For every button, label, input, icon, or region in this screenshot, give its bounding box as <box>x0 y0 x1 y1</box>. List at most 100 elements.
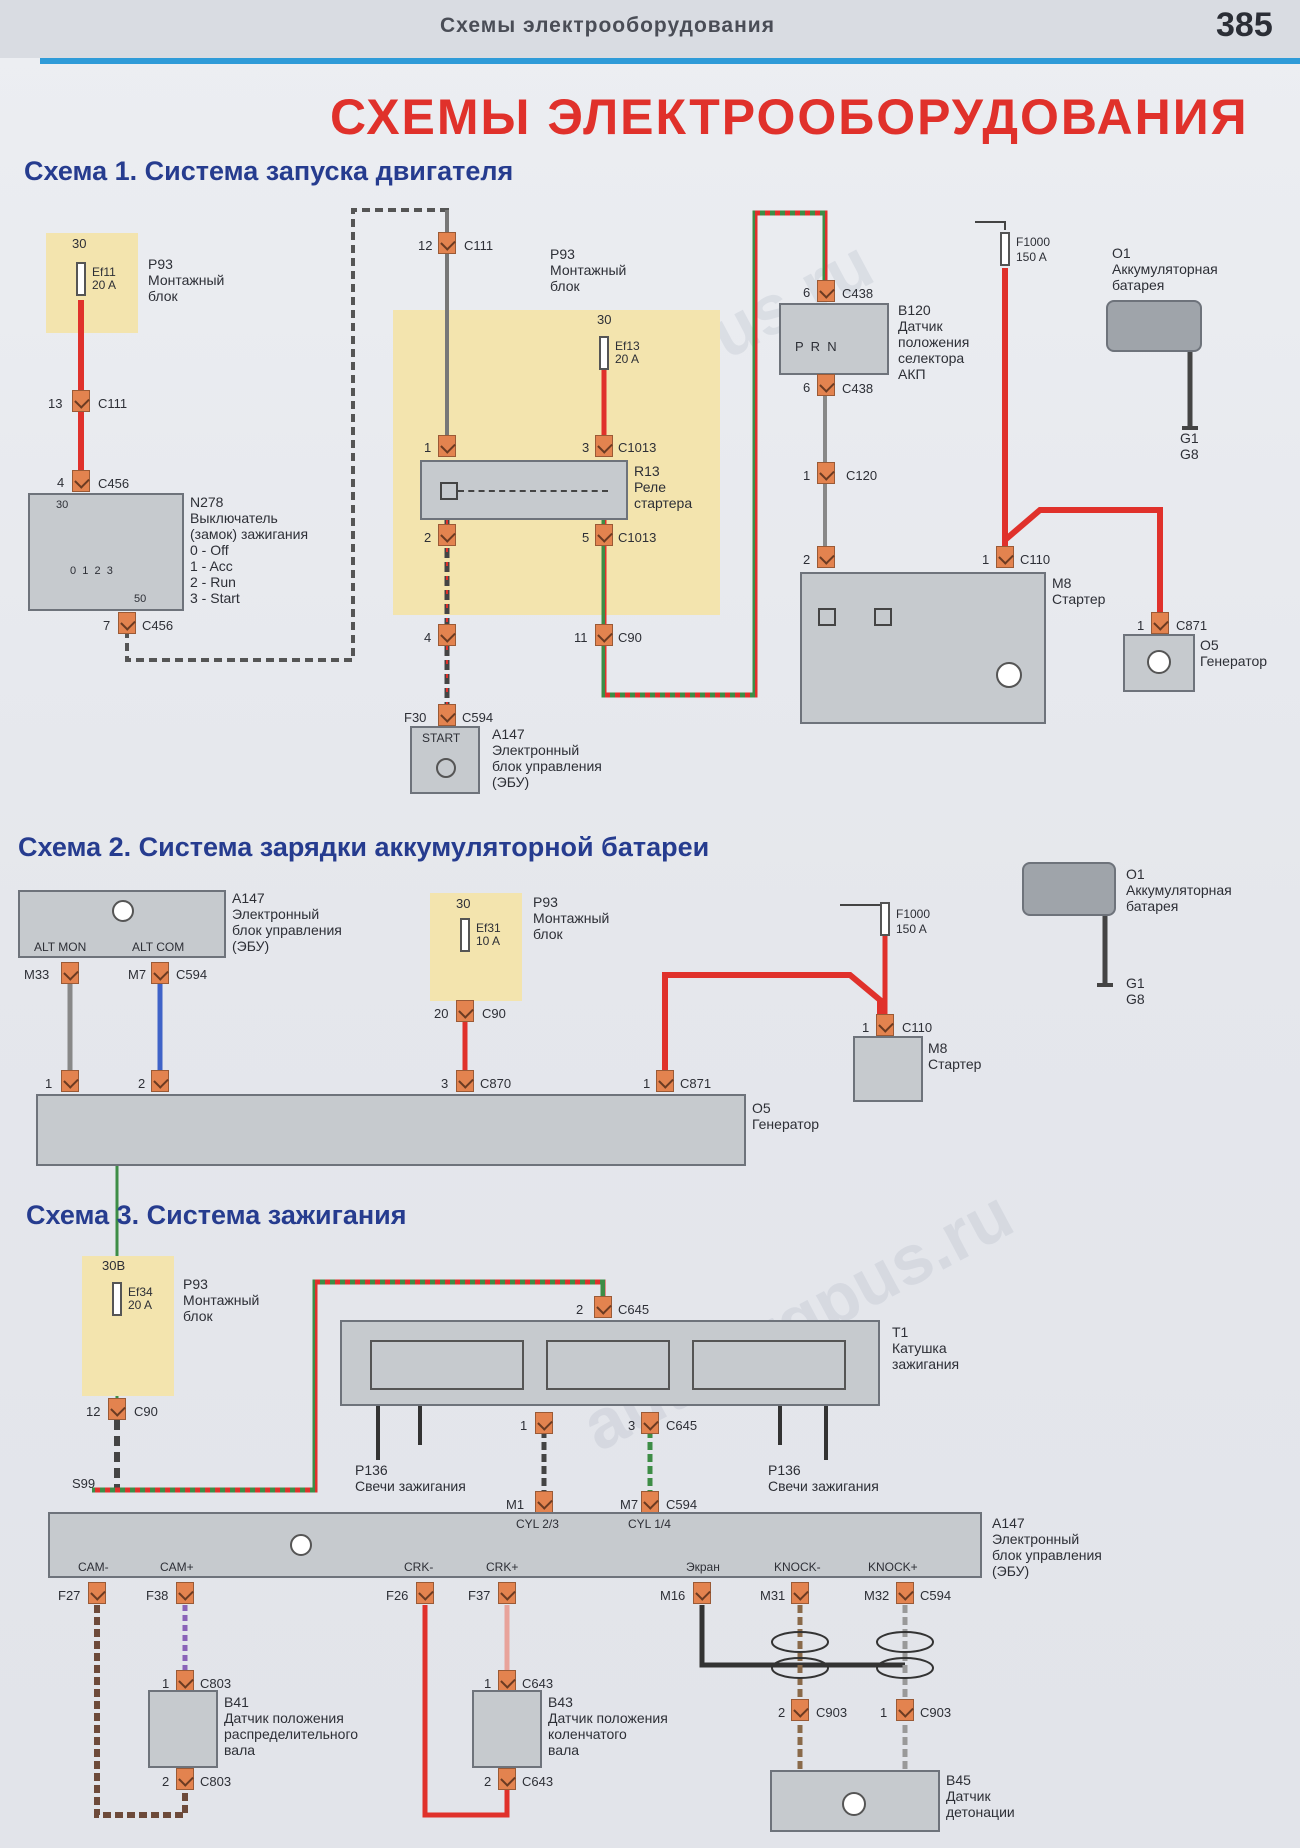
s1-o1-name: O1 <box>1112 245 1131 261</box>
s3-p136-left-desc: Свечи зажигания <box>355 1478 466 1494</box>
s1-n278-positions: 0 1 2 3 <box>70 565 113 577</box>
s3-t1-winding-mid <box>546 1340 670 1390</box>
s2-m8-conn: C110 <box>902 1020 933 1035</box>
s3-b41-pin-bottom: 2 <box>162 1774 170 1789</box>
s1-c110-label: C110 <box>1020 552 1051 567</box>
s2-o5-desc: Генератор <box>752 1116 820 1132</box>
s3-fuse-ef34 <box>112 1282 122 1316</box>
s2-fuse-f1000 <box>880 902 890 936</box>
s1-fuse-ef13 <box>599 336 609 370</box>
s3-a147-pin-m31: M31 <box>760 1588 786 1603</box>
s3-b45-knock-sensor <box>770 1770 940 1832</box>
header-divider <box>40 58 1300 64</box>
s2-c90-pin: 20 <box>434 1006 449 1021</box>
s1-c456-bottom-pin: 7 <box>103 618 111 633</box>
s2-connector-m7 <box>151 962 169 984</box>
s3-connector-c643-bottom <box>498 1768 516 1790</box>
s1-wire-starter-generator <box>1003 507 1163 615</box>
s1-n278-desc: Выключатель (замок) зажигания <box>190 510 309 542</box>
s2-connector-m33 <box>61 962 79 984</box>
s1-o1-desc: Аккумуляторная батарея <box>1112 261 1218 293</box>
s1-connector-c456-bottom <box>118 612 136 634</box>
s1-wire-fuse-top <box>975 221 1006 230</box>
s3-p93-desc: Монтажный блок <box>183 1292 260 1324</box>
s1-fuse-ef11 <box>76 262 86 296</box>
s2-a147-desc: Электронный блок управления (ЭБУ) <box>232 906 342 954</box>
s2-connector-c110 <box>876 1014 894 1036</box>
s1-o5-icon <box>1147 650 1171 674</box>
s2-g1-sub: G8 <box>1126 991 1145 1007</box>
s3-connector-c803-top <box>176 1670 194 1692</box>
s3-connector-c643-top <box>498 1670 516 1692</box>
s1-c1013b-label: C1013 <box>618 530 657 545</box>
s2-c90-label: C90 <box>482 1006 506 1021</box>
s2-f1000-rating: 150 A <box>896 922 927 936</box>
s2-g1-name: G1 <box>1126 975 1145 991</box>
s1-connector-c1013a-right <box>595 435 613 457</box>
s3-b41-camshaft-sensor <box>148 1690 218 1768</box>
s3-connector-m32 <box>896 1582 914 1604</box>
s3-connector-c903-b <box>896 1699 914 1721</box>
s3-b41-name: B41 <box>224 1694 249 1710</box>
s1-n278-pin30: 30 <box>56 499 69 511</box>
s2-f1000-name: F1000 <box>896 907 931 921</box>
s1-fuse-f1000 <box>1000 232 1010 266</box>
s3-connector-c90 <box>108 1398 126 1420</box>
s3-a147-pin-m7: M7 <box>620 1497 639 1512</box>
s3-b43-conn-top: C643 <box>522 1676 554 1691</box>
s1-c90a-pin-left: 4 <box>424 630 432 645</box>
s1-r13-name: R13 <box>634 463 660 479</box>
s1-c111b-pin: 12 <box>418 238 433 253</box>
s1-f1000-name: F1000 <box>1016 235 1051 249</box>
s3-wire-s99-coil <box>92 1279 606 1493</box>
s1-fuse-ef11-label: Ef11 20 A <box>92 265 117 292</box>
s1-b120-conn-top: C438 <box>842 286 874 301</box>
s3-connector-t1-3 <box>641 1412 659 1434</box>
s3-t1-pin-a: 1 <box>520 1418 528 1433</box>
s3-s99-label: S99 <box>72 1476 96 1491</box>
s1-connector-c594 <box>438 704 456 726</box>
s3-a147-cyl23: CYL 2/3 <box>516 1517 559 1531</box>
s1-p93-mid-fuse-pin: 30 <box>597 312 612 327</box>
s3-p136-right-name: P136 <box>768 1462 801 1478</box>
s3-a147-name: A147 <box>992 1515 1025 1531</box>
s2-o5-generator <box>36 1094 746 1166</box>
s3-a147-pin-m1: M1 <box>506 1497 525 1512</box>
s3-t1-pin-top: 2 <box>576 1302 584 1317</box>
s2-o1-name: O1 <box>1126 866 1145 882</box>
s2-o5-conn4: C871 <box>680 1076 712 1091</box>
s1-a147-desc: Электронный блок управления (ЭБУ) <box>492 742 602 790</box>
s3-shield-1b <box>771 1657 829 1679</box>
s2-p93-fuse-pin: 30 <box>456 896 471 911</box>
s1-connector-c111b <box>438 232 456 254</box>
s1-m8-coil-2 <box>874 608 892 626</box>
s1-o5-generator <box>1123 634 1195 692</box>
s1-c1013a-pin-left: 1 <box>424 440 432 455</box>
s2-a147-pin-m33: M33 <box>24 967 50 982</box>
s3-a147-crk-plus: CRK+ <box>486 1560 519 1574</box>
s1-c110-pin-right: 1 <box>982 552 990 567</box>
s3-a147-conn-bottom: C594 <box>920 1588 952 1603</box>
scheme3-title: Схема 3. Система зажигания <box>26 1200 407 1230</box>
s3-b43-pin-bottom: 2 <box>484 1774 492 1789</box>
s1-r13-desc: Реле стартера <box>634 479 693 511</box>
s1-p93-mid-name: P93 <box>550 246 575 262</box>
s1-fuse-ef13-label: Ef13 20 A <box>615 339 640 366</box>
s3-shield-2b <box>876 1657 934 1679</box>
s1-connector-c90a-left <box>438 624 456 646</box>
s3-b45-name: B45 <box>946 1772 971 1788</box>
s1-p93-left-desc: Монтажный блок <box>148 272 225 304</box>
s3-b41-conn-bottom: C803 <box>200 1774 232 1789</box>
s1-a147-start-label: START <box>422 731 461 745</box>
s1-m8-desc: Стартер <box>1052 591 1106 607</box>
s1-c1013b-pin-left: 2 <box>424 530 432 545</box>
s1-connector-c1013a-left <box>438 435 456 457</box>
s1-m8-name: M8 <box>1052 575 1072 591</box>
s3-t1-desc: Катушка зажигания <box>892 1340 960 1372</box>
s3-b43-desc: Датчик положения коленчатого вала <box>548 1710 668 1758</box>
s3-a147-pin-f26: F26 <box>386 1588 409 1603</box>
s3-connector-m31 <box>791 1582 809 1604</box>
s2-connector-gen-2 <box>151 1070 169 1092</box>
s2-connector-c870 <box>456 1070 474 1092</box>
s3-b45-pin-a: 2 <box>778 1705 786 1720</box>
